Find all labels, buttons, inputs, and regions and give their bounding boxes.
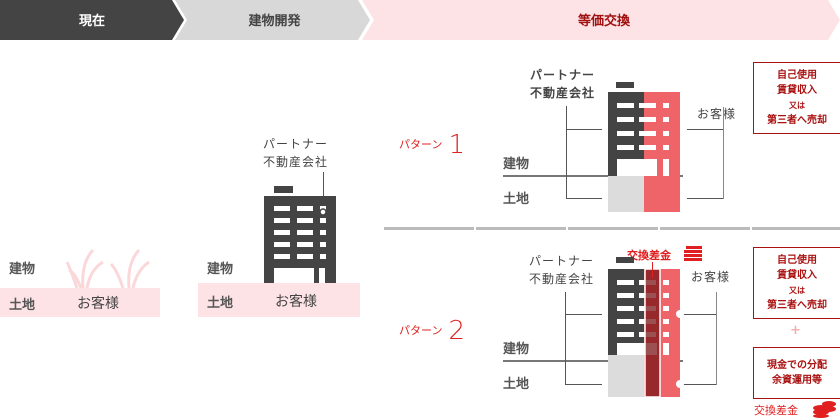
land-label-p2: 土地 — [503, 377, 530, 392]
partner-label-p2: パートナー 不動産会社 — [529, 252, 594, 288]
partner-pointer-dev — [323, 172, 324, 212]
land-label-p1: 土地 — [503, 192, 530, 207]
exchange-money-portion — [644, 268, 661, 398]
building-dev-icon — [264, 186, 336, 286]
money-stack-icon — [684, 246, 702, 261]
partner-label-dev: パートナー 不動産会社 — [263, 135, 328, 171]
step-development-arrow — [175, 0, 370, 40]
ground-line-p1 — [503, 175, 683, 177]
result-line: 自己使用 — [777, 255, 817, 266]
bracket-right-p1 — [723, 107, 724, 199]
partner-line1: パートナー — [263, 137, 329, 151]
building-p1-icon — [608, 82, 680, 212]
pattern2-number: 2 — [448, 316, 465, 346]
cash-line: 現金での分配 — [767, 360, 827, 371]
partner-line1: パートナー — [529, 254, 595, 268]
exchange-money-label-p2: 交換差金 — [627, 249, 671, 262]
step-current: 現在 — [78, 14, 105, 29]
cash-line: 余資運用等 — [772, 375, 822, 386]
result-line: 自己使用 — [777, 70, 817, 81]
bracket-tick — [687, 198, 723, 199]
bracket-tick — [566, 198, 602, 199]
step-development: 建物開発 — [248, 14, 301, 29]
bracket-tick — [565, 384, 602, 385]
partner-line1: パートナー — [530, 68, 596, 82]
pattern1-number: 1 — [448, 130, 465, 160]
pattern1-label: パターン — [399, 138, 443, 151]
owner-current: お客様 — [77, 296, 119, 312]
pattern-separator — [384, 227, 840, 230]
land-label-current: 土地 — [9, 298, 36, 313]
result-box-p1: 自己使用 賃貸収入 又は 第三者へ売却 — [753, 62, 840, 134]
bracket-tick — [687, 129, 723, 130]
result-line: 第三者へ売却 — [767, 300, 827, 311]
cash-box-p2: 現金での分配 余資運用等 — [753, 347, 840, 399]
land-band-current — [0, 288, 160, 317]
pattern2-title: パターン 2 — [399, 316, 465, 346]
pattern2-label: パターン — [399, 324, 443, 337]
bracket-tick — [680, 314, 716, 315]
land-label-dev: 土地 — [207, 296, 234, 311]
plus-icon: + — [790, 323, 801, 338]
bracket-left-p2 — [565, 292, 566, 385]
step-exchange: 等価交換 — [577, 14, 630, 29]
land-band-dev — [198, 283, 360, 317]
result-line: 又は — [789, 101, 805, 110]
result-line: 第三者へ売却 — [767, 115, 827, 126]
exchange-pointer — [652, 262, 653, 278]
grass-icon — [65, 248, 150, 288]
result-box-p2: 自己使用 賃貸収入 又は 第三者へ売却 — [753, 247, 840, 319]
bracket-tick — [566, 129, 602, 130]
step-exchange-arrow — [362, 0, 840, 40]
result-line: 賃貸収入 — [777, 270, 817, 281]
partner-label-p1: パートナー 不動産会社 — [530, 66, 595, 102]
cash-exchange-label: 交換差金 — [754, 404, 798, 417]
pattern1-title: パターン 1 — [399, 130, 465, 160]
bracket-right-p2 — [716, 292, 717, 385]
ground-line-p2 — [503, 360, 683, 362]
building-p2-icon — [608, 257, 684, 398]
result-line: 賃貸収入 — [777, 85, 817, 96]
bracket-left-p1 — [566, 106, 567, 199]
building-label-dev: 建物 — [207, 262, 234, 277]
partner-line2: 不動産会社 — [530, 86, 596, 100]
owner-dev: お客様 — [275, 294, 317, 310]
partner-line2: 不動産会社 — [529, 272, 595, 286]
step-header — [0, 0, 840, 40]
bracket-tick — [680, 384, 716, 385]
partner-line2: 不動産会社 — [263, 155, 329, 169]
customer-label-p2: お客様 — [691, 270, 731, 284]
coins-icon — [813, 401, 836, 418]
result-line: 又は — [789, 286, 805, 295]
building-label-current: 建物 — [9, 262, 36, 277]
building-label-p2: 建物 — [503, 342, 530, 357]
step-current-arrow — [0, 0, 184, 40]
building-label-p1: 建物 — [503, 157, 530, 172]
customer-label-p1: お客様 — [697, 107, 737, 121]
bracket-tick — [565, 314, 602, 315]
